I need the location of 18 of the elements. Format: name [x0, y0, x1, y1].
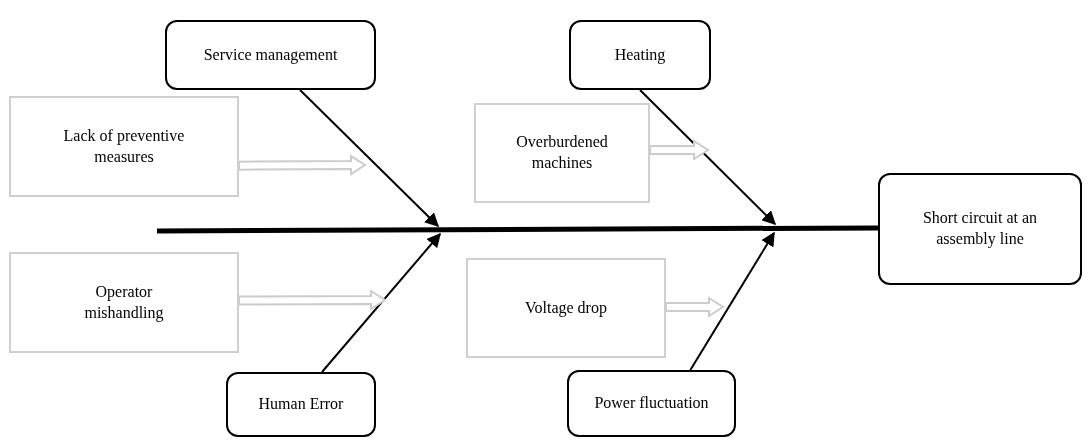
arrow — [689, 231, 775, 371]
hollow-arrow — [665, 296, 725, 318]
arrow — [321, 232, 441, 373]
spine-line — [157, 225, 878, 234]
cause-box: Short circuit at an assembly line — [878, 173, 1082, 285]
hollow-arrow — [238, 154, 367, 176]
cause-box: Service management — [165, 20, 376, 90]
arrow — [299, 89, 439, 227]
cause-box: Power fluctuation — [567, 370, 736, 437]
sub-cause-box: Operator mishandling — [9, 252, 239, 353]
sub-cause-box: Overburdened machines — [474, 103, 650, 203]
cause-box: Heating — [569, 20, 711, 90]
sub-cause-box: Voltage drop — [466, 258, 666, 358]
hollow-arrow — [238, 289, 387, 311]
hollow-arrow — [649, 139, 710, 161]
cause-box: Human Error — [226, 372, 376, 437]
sub-cause-box: Lack of preventive measures — [9, 96, 239, 197]
arrow — [639, 89, 776, 225]
